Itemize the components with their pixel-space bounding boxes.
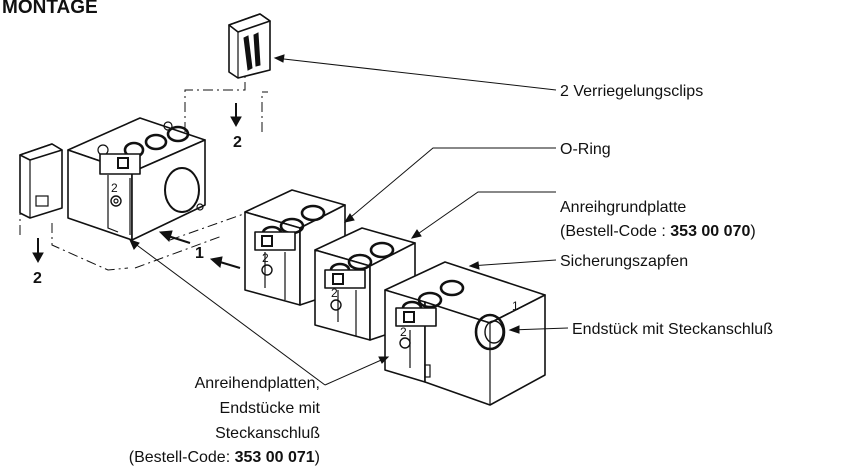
module-number-right: 2: [400, 325, 407, 339]
end-piece-module: 2 1: [384, 261, 546, 406]
locking-clip: [228, 13, 271, 79]
diagram-title: MONTAGE: [2, 0, 98, 18]
cover-cap: [19, 143, 63, 219]
arrow-cover-down: [32, 238, 44, 264]
module-number-left: 2: [111, 181, 118, 195]
end-plates-line-3: Steckanschluß: [215, 425, 320, 442]
endpiece-port-number: 1: [512, 299, 519, 313]
callout-locking-pin: Sicherungszapfen: [560, 253, 688, 270]
leader-lines: [129, 54, 569, 386]
step-number-clip: 2: [233, 134, 242, 151]
base-code-suffix: ): [750, 223, 755, 240]
base-code-value: 353 00 070: [670, 223, 750, 240]
callout-end-plates: Anreihendplatten, Endstücke mit Steckans…: [129, 375, 321, 466]
end-plates-line-1: Anreihendplatten,: [195, 375, 320, 392]
callout-locking-clips: 2 Verriegelungsclips: [560, 83, 703, 100]
arrow-clip-down: [230, 103, 242, 128]
base-code-prefix: (Bestell-Code :: [560, 223, 670, 240]
module-number-mid: 2: [262, 251, 269, 265]
arrow-assembly-2: [209, 256, 241, 269]
callout-base-plate-name: Anreihgrundplatte: [560, 199, 686, 216]
callout-base-plate-code: (Bestell-Code : 353 00 070): [560, 223, 756, 240]
step-number-assembly: 1: [195, 245, 204, 262]
callout-o-ring: O-Ring: [560, 141, 611, 158]
end-plate-module-left: 2: [67, 117, 206, 241]
end-plates-line-2: Endstücke mit: [220, 400, 321, 417]
callout-end-piece: Endstück mit Steckanschluß: [572, 321, 773, 338]
end-code-value: 353 00 071: [235, 449, 315, 466]
arrow-assembly-1: [158, 230, 191, 244]
end-plates-code: (Bestell-Code: 353 00 071): [129, 449, 320, 466]
end-code-suffix: ): [315, 449, 320, 466]
end-code-prefix: (Bestell-Code:: [129, 449, 235, 466]
step-number-cover: 2: [33, 270, 42, 287]
module-number-mid2: 2: [331, 286, 338, 300]
